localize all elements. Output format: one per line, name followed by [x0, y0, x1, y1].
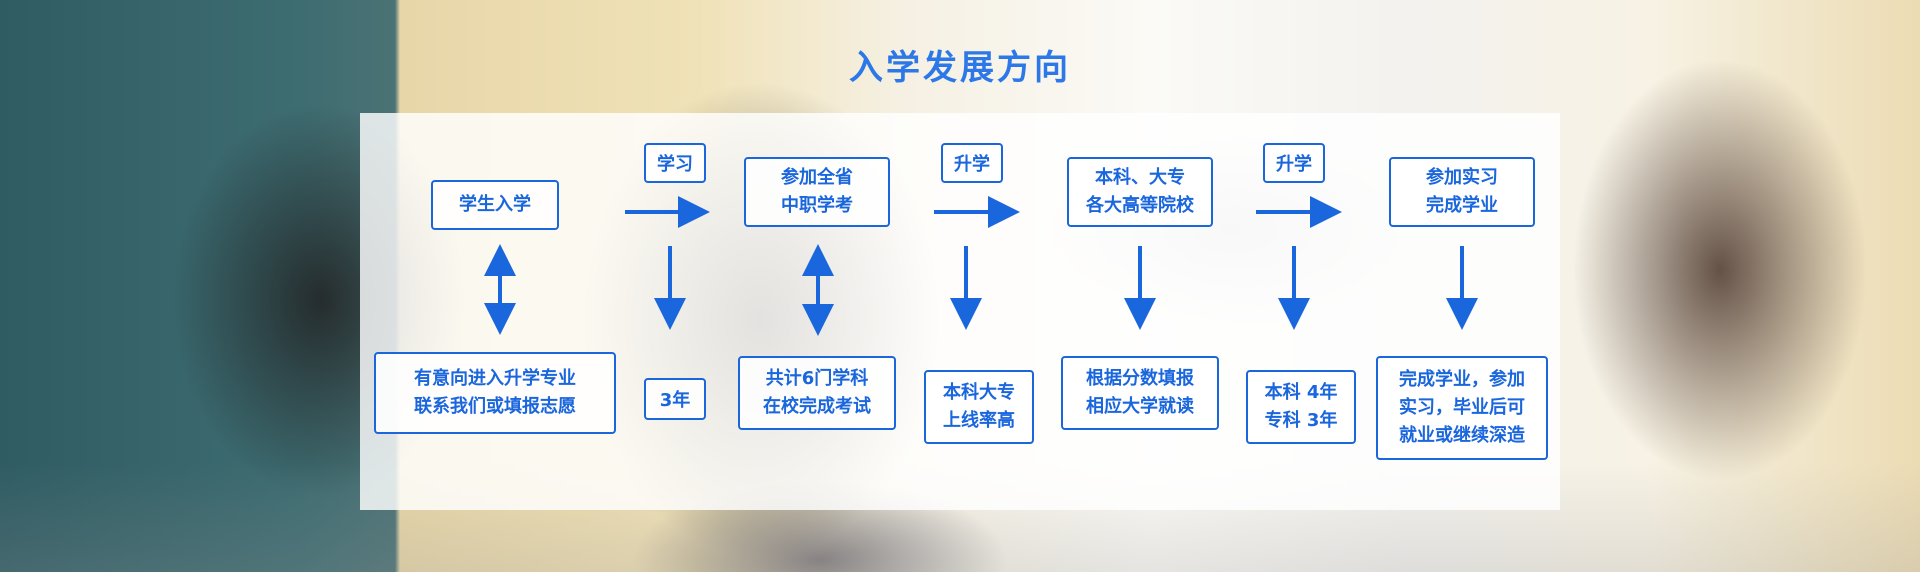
step-provincial-exam-detail: 共计6门学科 在校完成考试	[738, 356, 896, 430]
page-title: 入学发展方向	[849, 48, 1071, 88]
step-enrollment-detail: 有意向进入升学专业 联系我们或填报志愿	[374, 352, 616, 434]
step-internship: 参加实习 完成学业	[1389, 157, 1535, 227]
step-internship-detail: 完成学业，参加 实习，毕业后可 就业或继续深造	[1376, 356, 1548, 460]
connector-detail-duration: 3年	[644, 378, 706, 420]
connector-tag-advance-2: 升学	[1263, 143, 1325, 183]
connector-detail-pass-rate: 本科大专 上线率高	[924, 370, 1034, 444]
step-universities: 本科、大专 各大高等院校	[1067, 157, 1213, 227]
step-enrollment: 学生入学	[431, 180, 559, 230]
connector-tag-advance-1: 升学	[941, 143, 1003, 183]
connector-detail-years: 本科 4年 专科 3年	[1246, 370, 1356, 444]
step-universities-detail: 根据分数填报 相应大学就读	[1061, 356, 1219, 430]
connector-tag-study: 学习	[644, 143, 706, 183]
step-provincial-exam: 参加全省 中职学考	[744, 157, 890, 227]
